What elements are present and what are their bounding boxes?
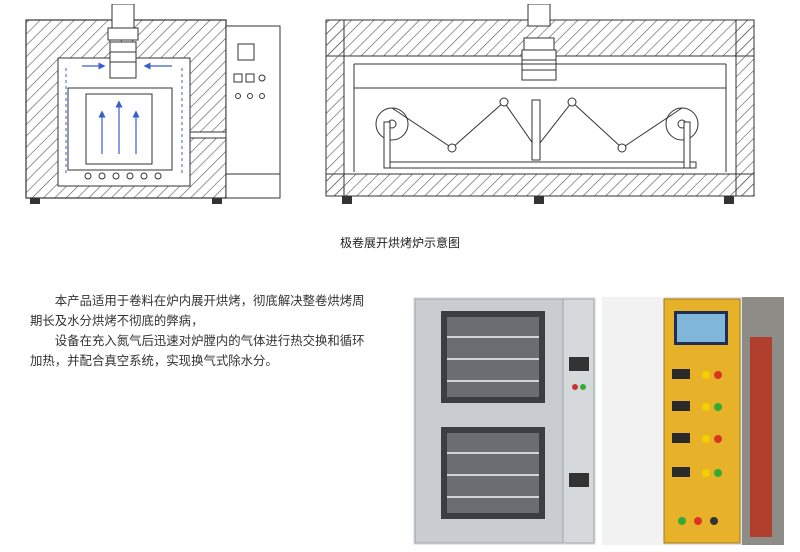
product-description: 本产品适用于卷料在炉内展开烘烤，彻底解决整卷烘烤周期长及水分烘烤不彻底的弊病， … — [30, 291, 365, 371]
side-section-diagram — [325, 4, 755, 204]
diagram-caption: 极卷展开烘烤炉示意图 — [339, 236, 460, 250]
control-panel-photo — [602, 297, 784, 545]
front-section-diagram — [25, 4, 281, 204]
description-paragraph-1: 本产品适用于卷料在炉内展开烘烤，彻底解决整卷烘烤周期长及水分烘烤不彻底的弊病， — [30, 293, 365, 328]
description-paragraph-2: 设备在充入氮气后迅速对炉膛内的气体进行热交换和循环加热，并配合真空系统，实现换气… — [30, 333, 365, 368]
oven-photo — [413, 297, 596, 545]
